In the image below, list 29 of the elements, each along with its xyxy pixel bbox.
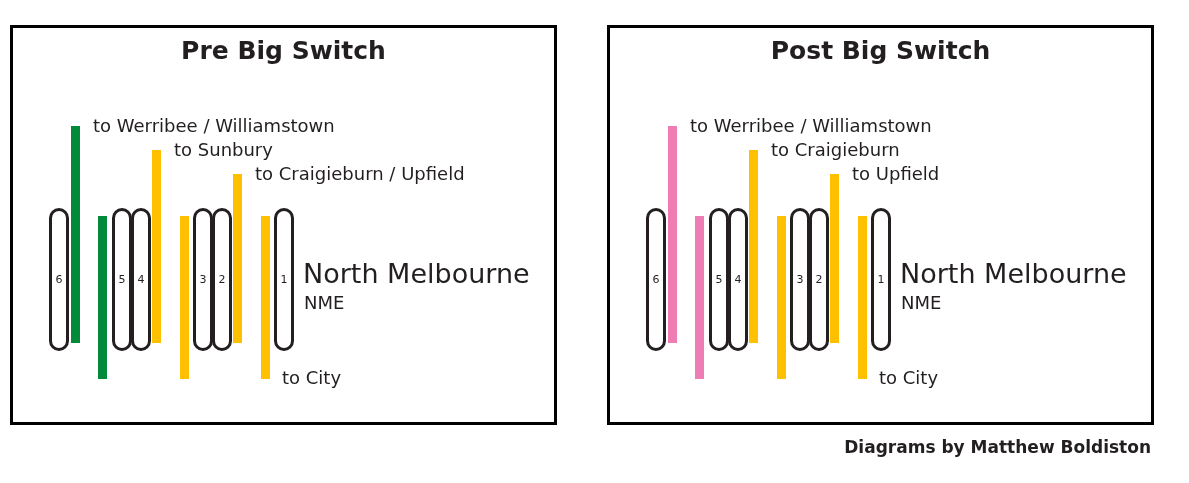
direction-label: to Craigieburn / Upfield: [255, 163, 465, 185]
panel-frame: [10, 25, 557, 425]
platform-capsule: 3: [790, 208, 810, 351]
direction-label: to Craigieburn: [771, 139, 900, 161]
station-name: North Melbourne: [303, 259, 530, 289]
direction-label: to Sunbury: [174, 139, 273, 161]
direction-label: to City: [879, 367, 939, 389]
direction-label: to Werribee / Williamstown: [690, 115, 932, 137]
platform-capsule: 6: [646, 208, 666, 351]
platform-capsule: 1: [871, 208, 891, 351]
platform-capsule: 3: [193, 208, 213, 351]
station-name: North Melbourne: [900, 259, 1127, 289]
panel-title: Pre Big Switch: [180, 36, 387, 65]
station-code: NME: [304, 292, 345, 314]
platform-capsule: 5: [112, 208, 132, 351]
platform-capsule: 4: [131, 208, 151, 351]
direction-label: to Upfield: [852, 163, 940, 185]
platform-capsule: 1: [274, 208, 294, 351]
platform-capsule: 2: [809, 208, 829, 351]
panel-title: Post Big Switch: [769, 36, 992, 65]
platform-capsule: 2: [212, 208, 232, 351]
direction-label: to City: [282, 367, 342, 389]
panel-frame: [607, 25, 1154, 425]
platform-capsule: 6: [49, 208, 69, 351]
platform-capsule: 5: [709, 208, 729, 351]
direction-label: to Werribee / Williamstown: [93, 115, 335, 137]
station-code: NME: [901, 292, 942, 314]
platform-capsule: 4: [728, 208, 748, 351]
credit-text: Diagrams by Matthew Boldiston: [844, 436, 1151, 458]
